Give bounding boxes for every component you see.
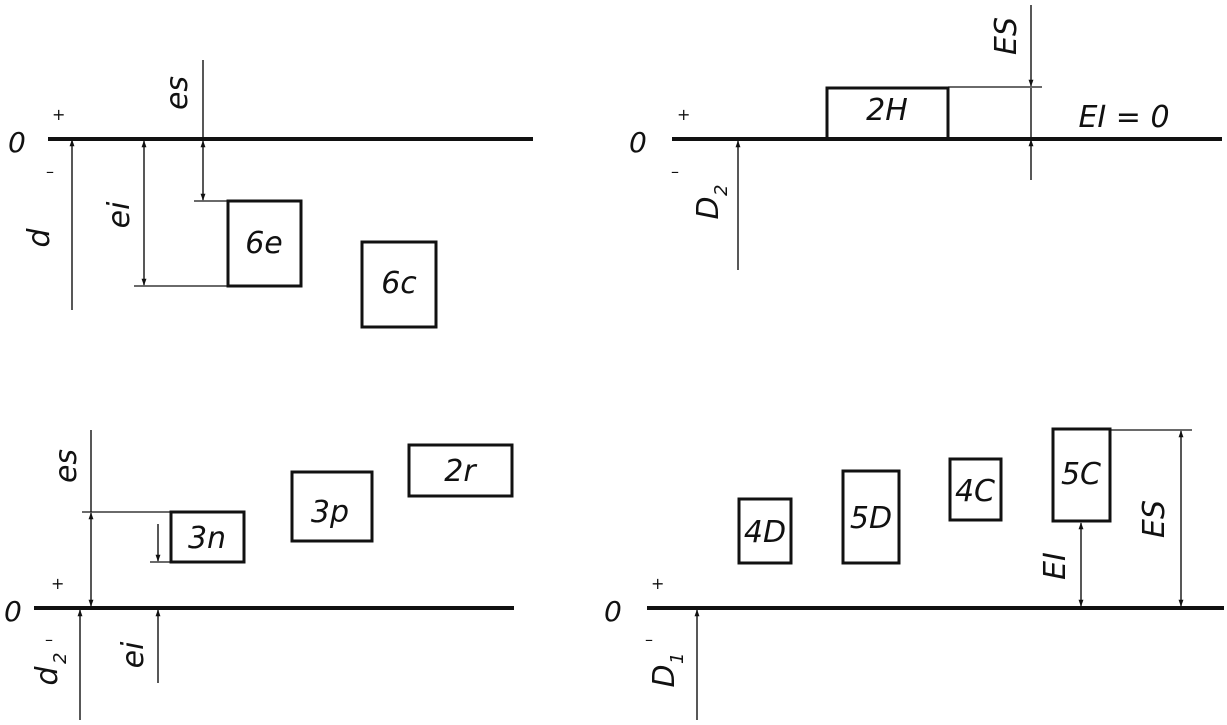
zero-label: 0 bbox=[604, 595, 622, 628]
d-subscript: 2 bbox=[50, 653, 71, 664]
zone-6c bbox=[360, 240, 438, 329]
zone-3p bbox=[290, 470, 374, 543]
es-label: es bbox=[160, 76, 195, 110]
D2-label-group: D 2 bbox=[691, 185, 732, 220]
D-subscript: 2 bbox=[711, 185, 732, 196]
zone-4D bbox=[737, 497, 793, 565]
zone-2H bbox=[825, 86, 950, 141]
d-label: d bbox=[30, 666, 65, 686]
minus-sign: – bbox=[645, 630, 653, 649]
panel-bottom-right-hole-4D-5D-4C-5C bbox=[647, 427, 1224, 720]
zone-6c-label: 6c bbox=[381, 266, 417, 301]
panel-top-right-hole-2H bbox=[672, 5, 1222, 270]
plus-sign: + bbox=[51, 574, 64, 593]
ES-label: ES bbox=[1137, 500, 1172, 538]
panel-bottom-left-shaft-3n-3p-2r bbox=[34, 430, 514, 720]
es-label: es bbox=[49, 449, 84, 483]
d-label: d bbox=[22, 228, 57, 248]
ei-label: ei bbox=[102, 201, 137, 228]
zone-2r bbox=[407, 443, 514, 498]
d2-label-group: d 2 bbox=[30, 653, 71, 686]
zone-3n-label: 3n bbox=[188, 521, 226, 556]
zone-6e bbox=[226, 199, 303, 288]
minus-sign: – bbox=[671, 162, 679, 181]
zone-6e-label: 6e bbox=[245, 226, 283, 261]
zone-4C-label: 4C bbox=[955, 474, 995, 509]
minus-sign: – bbox=[46, 162, 54, 181]
zero-label: 0 bbox=[4, 595, 22, 628]
zero-label: 0 bbox=[8, 126, 26, 159]
D-subscript: 1 bbox=[667, 653, 688, 664]
zone-5D bbox=[841, 469, 901, 565]
zero-label: 0 bbox=[629, 126, 647, 159]
zone-4C bbox=[948, 457, 1003, 522]
zone-5C-label: 5C bbox=[1061, 457, 1101, 492]
zone-3p-label: 3p bbox=[311, 495, 349, 530]
zone-5C bbox=[1051, 427, 1112, 523]
zone-2r-label: 2r bbox=[444, 454, 477, 489]
zone-2H-label: 2H bbox=[866, 93, 908, 128]
plus-sign: + bbox=[52, 105, 65, 124]
D-label: D bbox=[647, 664, 682, 687]
zone-5D-label: 5D bbox=[850, 501, 892, 536]
EI-label: EI bbox=[1038, 552, 1073, 580]
zone-4D-label: 4D bbox=[744, 515, 786, 550]
panel-top-left-shaft-6e-6c bbox=[48, 60, 533, 329]
D-label: D bbox=[691, 196, 726, 219]
plus-sign: + bbox=[651, 574, 664, 593]
D1-label-group: D 1 bbox=[647, 653, 688, 688]
zone-3n bbox=[169, 510, 246, 564]
ES-label: ES bbox=[989, 17, 1024, 55]
ei-label: ei bbox=[116, 641, 151, 668]
EI-equals-zero-label: EI = 0 bbox=[1078, 100, 1169, 135]
plus-sign: + bbox=[677, 105, 690, 124]
minus-sign: – bbox=[45, 630, 53, 649]
